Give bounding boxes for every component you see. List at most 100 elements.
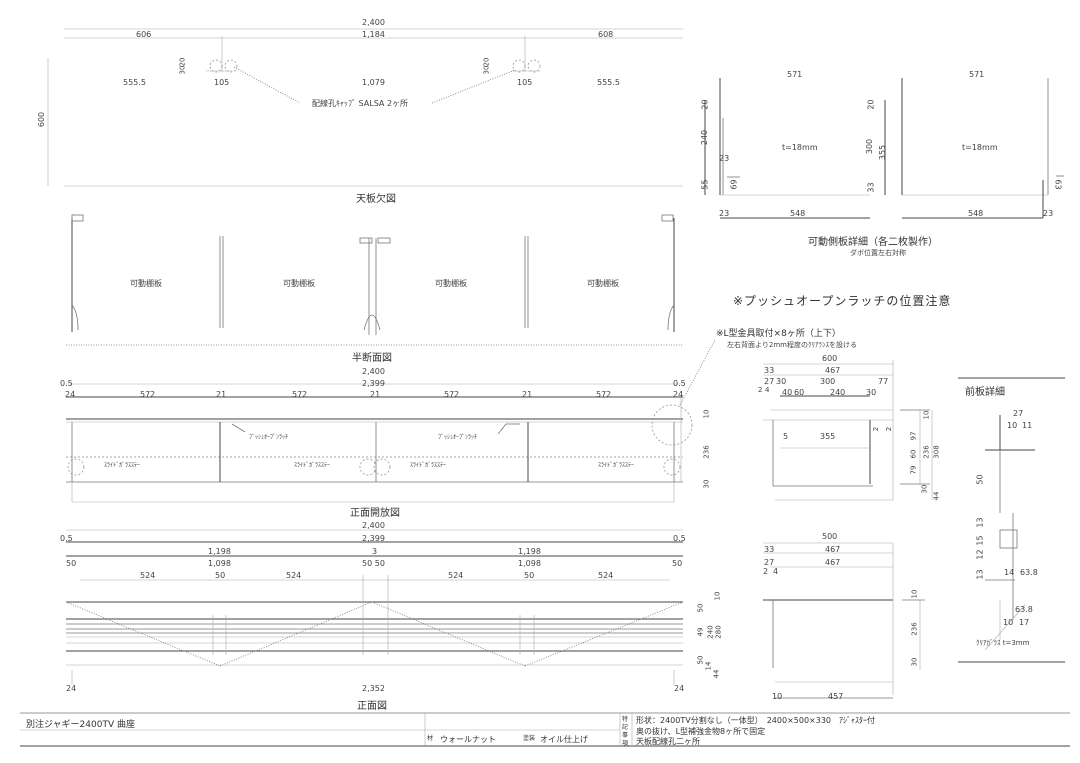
- shelf-label-2: 可動棚板: [283, 279, 315, 288]
- sv2-bottom-1: 457: [828, 692, 844, 701]
- right-inner-0: 63: [1053, 179, 1063, 190]
- fd-dim-12: 17: [1019, 618, 1030, 627]
- drawing-name: 別注ジャギー2400TV 曲座: [26, 720, 135, 730]
- sv2-row2-0: 33: [764, 545, 775, 554]
- finish-value: オイル仕上げ: [540, 735, 588, 744]
- right-panel-width: 571: [969, 70, 985, 79]
- front-right-7: 44: [712, 669, 721, 679]
- front-open-seg-5: 572: [444, 390, 460, 399]
- right-panel-thickness: t=18mm: [962, 143, 998, 152]
- sv1-inner-0: 5: [783, 432, 789, 441]
- sv2-right-1: 236: [910, 622, 919, 636]
- left-v-1: 240: [700, 129, 710, 146]
- top-bottom-2: 1,079: [362, 78, 385, 87]
- front-r4-5: 524: [598, 571, 614, 580]
- front-open-seg-1: 572: [140, 390, 156, 399]
- section-view-1-lines: [763, 360, 933, 501]
- front-open-inner: 2,399: [362, 379, 385, 388]
- sv1-row3-1: 30: [776, 377, 787, 386]
- clear-glass-note: ｸﾘｱｶﾞﾗｽ t=3mm: [976, 639, 1030, 647]
- front-view-lines: [65, 529, 684, 685]
- sv1-right-1: 97: [909, 431, 918, 441]
- front-right-2: 50: [696, 655, 705, 665]
- front-half-right: 1,198: [518, 547, 541, 556]
- sv2-right-0: 10: [910, 589, 919, 599]
- l-bracket-note-line1: ※L型金具取付×8ヶ所（上下）: [716, 329, 841, 339]
- front-open-seg-6: 21: [522, 390, 533, 399]
- front-edge-left: 0.5: [60, 534, 73, 543]
- front-right-6: 280: [714, 625, 723, 639]
- top-bottom-3: 105: [517, 78, 533, 87]
- front-open-lines: [66, 339, 716, 503]
- sv2-row4-0: 2: [763, 567, 769, 576]
- fd-dim-1: 10: [1007, 421, 1018, 430]
- front-bottom-1: 2,352: [362, 684, 385, 693]
- title-block-lines: [20, 712, 1070, 747]
- front-overall: 2,400: [362, 521, 385, 530]
- left-v-2: 55: [700, 179, 710, 190]
- front-r3-2: 50 50: [362, 559, 385, 568]
- sv1-right-0: 10: [922, 410, 931, 420]
- front-open-seg-3: 572: [292, 390, 308, 399]
- fd-dim-8: 14: [1004, 568, 1015, 577]
- front-open-seg-2: 21: [216, 390, 227, 399]
- half-section-title: 半断面図: [352, 353, 392, 364]
- front-r4-3: 524: [448, 571, 464, 580]
- fd-dim-10: 63.8: [1015, 605, 1033, 614]
- hole-dim-left-1: 30: [178, 65, 187, 75]
- front-half-left: 1,198: [208, 547, 231, 556]
- front-half-gap: 3: [372, 547, 378, 556]
- sv1-right-5: 30: [920, 484, 929, 494]
- hole-dim-right-1: 30: [482, 65, 491, 75]
- front-open-seg-0: 24: [65, 390, 76, 399]
- sv1-row5-1: 60: [794, 388, 805, 397]
- front-right-0: 50: [696, 603, 705, 613]
- left-bottom-1: 548: [790, 209, 806, 218]
- front-r4-4: 50: [524, 571, 535, 580]
- shelf-label-1: 可動棚板: [130, 279, 162, 288]
- glass-stay-label-3: ｽﾗｲﾄﾞｶﾞﾗｽｽﾃｰ: [410, 462, 447, 469]
- front-r4-2: 524: [286, 571, 302, 580]
- glass-stay-label-1: ｽﾗｲﾄﾞｶﾞﾗｽｽﾃｰ: [104, 462, 141, 469]
- front-open-edge-right: 0.5: [673, 379, 686, 388]
- front-r4-1: 50: [215, 571, 226, 580]
- top-view-title: 天板欠図: [356, 194, 396, 205]
- top-view-lines: [47, 28, 683, 187]
- right-v-2: 33: [866, 182, 876, 193]
- section-view-2-lines: [763, 542, 925, 699]
- left-inner-0: 23: [719, 154, 730, 163]
- glass-stay-label-4: ｽﾗｲﾄﾞｶﾞﾗｽｽﾃｰ: [598, 462, 635, 469]
- fd-dim-4: 13: [975, 517, 985, 528]
- note-line-2: 奥の抜け、L型補強金物8ヶ所で固定: [636, 727, 766, 736]
- sv2-top: 500: [822, 532, 838, 541]
- front-right-1: 49: [696, 627, 705, 637]
- glass-stay-label-2: ｽﾗｲﾄﾞｶﾞﾗｽｽﾃｰ: [294, 462, 331, 469]
- fd-dim-2: 11: [1022, 421, 1033, 430]
- fd-dim-0: 27: [1013, 409, 1024, 418]
- sv1-row5-0: 40: [782, 388, 793, 397]
- front-open-overall: 2,400: [362, 367, 385, 376]
- top-bottom-4: 555.5: [597, 78, 620, 87]
- top-bottom-0: 555.5: [123, 78, 146, 87]
- sv2-row4-1: 4: [773, 567, 779, 576]
- fd-dim-5: 15: [975, 535, 985, 546]
- front-r4-0: 524: [140, 571, 156, 580]
- top-overall-width: 2,400: [362, 18, 385, 27]
- push-latch-label-2: ﾌﾟｯｼｭｵｰﾌﾟﾝﾗｯﾁ: [438, 434, 478, 441]
- front-bottom-2: 24: [674, 684, 685, 693]
- shelf-label-3: 可動棚板: [435, 279, 467, 288]
- front-r3-4: 50: [672, 559, 683, 568]
- front-bottom-0: 24: [66, 684, 77, 693]
- sv1-right-4: 236: [922, 445, 931, 459]
- sv1-top: 600: [822, 354, 838, 363]
- front-right-3: 240: [706, 625, 715, 639]
- shelf-label-4: 可動棚板: [587, 279, 619, 288]
- sv1-row4-1: 4: [765, 386, 770, 394]
- front-open-h-0: 10: [702, 409, 711, 419]
- note-line-3: 天板配線孔二ヶ所: [636, 737, 700, 746]
- left-panel-width: 571: [787, 70, 803, 79]
- sv1-row3-0: 27: [764, 377, 775, 386]
- finish-label: 塗装: [523, 735, 536, 742]
- left-panel-thickness: t=18mm: [782, 143, 818, 152]
